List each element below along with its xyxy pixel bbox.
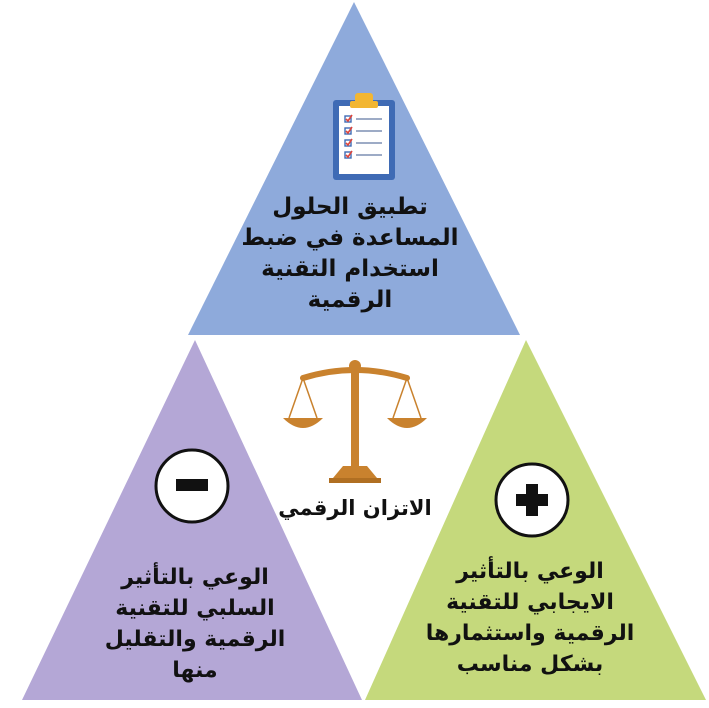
right-text: الوعي بالتأثير الايجابي للتقنية الرقمية … (405, 556, 655, 680)
clipboard-checklist-icon (333, 93, 395, 180)
right-text-line: الوعي بالتأثير (456, 559, 604, 584)
left-text-line: منها (172, 658, 218, 683)
minus-icon (154, 448, 230, 524)
balance-scale-icon (283, 360, 427, 483)
left-text-line: الرقمية والتقليل (104, 627, 286, 652)
top-text-line: الرقمية (307, 287, 393, 313)
left-text: الوعي بالتأثير السلبي للتقنية الرقمية وا… (75, 562, 315, 686)
left-text-line: السلبي للتقنية (115, 596, 275, 621)
right-text-line: الرقمية واستثمارها (425, 621, 635, 646)
top-text-line: استخدام التقنية (261, 256, 439, 282)
right-text-line: بشكل مناسب (456, 652, 604, 677)
right-text-line: الايجابي للتقنية (446, 590, 614, 615)
center-label: الاتزان الرقمي (278, 496, 432, 520)
left-text-line: الوعي بالتأثير (121, 565, 269, 590)
plus-icon (494, 462, 570, 538)
top-text: تطبيق الحلول المساعدة في ضبط استخدام الت… (220, 192, 480, 316)
top-text-line: تطبيق الحلول (272, 194, 428, 220)
top-text-line: المساعدة في ضبط (241, 225, 459, 251)
